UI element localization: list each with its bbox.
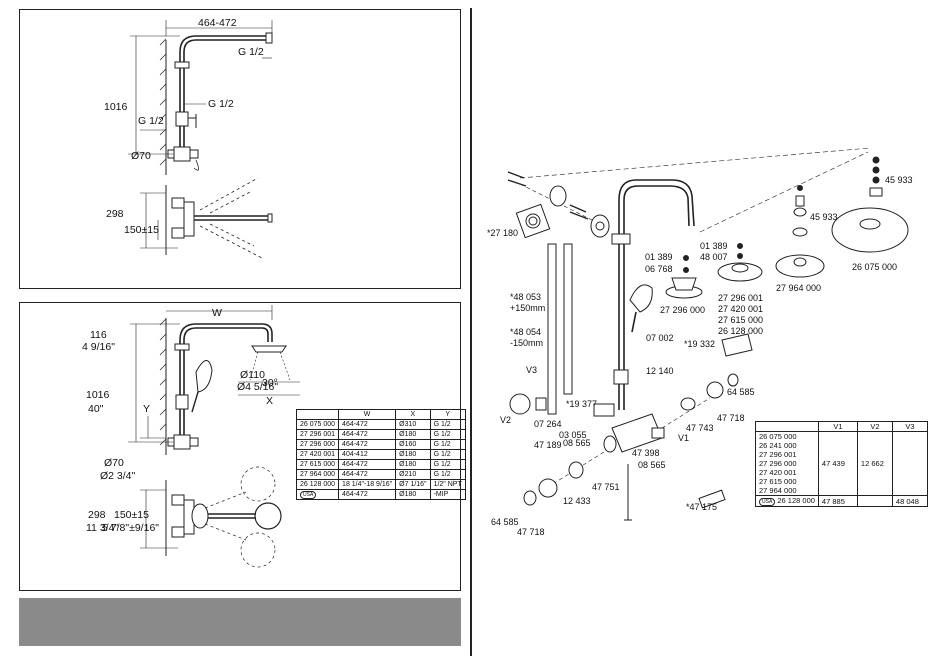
list-item: 27 420 001 xyxy=(759,468,797,477)
table-cell: G 1/2 xyxy=(429,429,466,440)
table-cell: USA xyxy=(295,489,340,500)
table-cell: 404-412 xyxy=(338,449,397,460)
table-cell: 18 1/4"-18 9/16" xyxy=(338,479,397,490)
table-header: X xyxy=(395,409,431,420)
table-cell: 464-472 xyxy=(338,429,397,440)
usa-model: 26 128 000 xyxy=(777,496,815,505)
table-row: 26 075 000 464-472 Ø310 G 1/2 xyxy=(295,419,466,430)
table-header: V2 xyxy=(856,421,893,432)
table-cell: 27 615 000 xyxy=(295,459,340,470)
table-cell: 27 964 000 xyxy=(295,469,340,480)
table-row: 27 964 000 464-472 Ø210 G 1/2 xyxy=(295,469,466,480)
list-item: 26 075 000 xyxy=(759,432,797,441)
table-header: V3 xyxy=(891,421,928,432)
table-row: 27 296 001 464-472 Ø180 G 1/2 xyxy=(295,429,466,440)
table-cell: G 1/2 xyxy=(429,419,466,430)
page-divider xyxy=(470,8,472,656)
table-cell: 27 420 001 xyxy=(295,449,340,460)
gray-footer-bar xyxy=(19,598,461,646)
table-cell: G 1/2 xyxy=(429,439,466,450)
list-item: 27 296 001 xyxy=(759,450,797,459)
table-row: USA 464-472 Ø180 -MIP xyxy=(295,489,466,500)
dim-height-label: 1016 xyxy=(104,101,128,113)
table-row: USA 26 128 000 47 885 48 048 xyxy=(755,495,928,507)
list-item: 27 296 000 xyxy=(759,459,797,468)
model-dimension-table: W X Y 26 075 000 464-472 Ø310 G 1/2 27 2… xyxy=(295,409,466,500)
table-cell: 464-472 xyxy=(338,469,397,480)
wall-hatch xyxy=(159,38,167,166)
v2-cell: 12 662 xyxy=(856,431,893,496)
list-item: 27 615 000 xyxy=(759,477,797,486)
variant-table: V1 V2 V3 26 075 000 26 241 000 27 296 00… xyxy=(755,421,928,507)
table-cell: G 1/2 xyxy=(429,449,466,460)
usa-badge: USA xyxy=(300,491,317,499)
table-row: 27 615 000 464-472 Ø180 G 1/2 xyxy=(295,459,466,470)
table-cell: -MIP xyxy=(429,489,466,500)
table-header: W xyxy=(338,409,397,420)
table-cell: 464-472 xyxy=(338,459,397,470)
table-cell: 464-472 xyxy=(338,439,397,450)
dim-diameter-label: Ø70 xyxy=(131,150,151,162)
table-header: Y xyxy=(429,409,466,420)
table-cell: Ø180 xyxy=(395,449,431,460)
table-header-row: W X Y xyxy=(295,409,466,420)
table-cell: 47 885 xyxy=(817,495,858,507)
dim-width-label: 464-472 xyxy=(198,17,237,29)
list-item: 26 241 000 xyxy=(759,441,797,450)
table-row: 27 296 000 464-472 Ø160 G 1/2 xyxy=(295,439,466,450)
table-cell: Ø180 xyxy=(395,429,431,440)
thread-top-label: G 1/2 xyxy=(238,46,264,58)
table-cell: 27 296 001 xyxy=(295,429,340,440)
table-cell: 1/2" NPT xyxy=(429,479,466,490)
v3-cell xyxy=(891,431,928,496)
table-cell: Ø210 xyxy=(395,469,431,480)
table-header xyxy=(295,409,340,420)
table-cell: Ø180 xyxy=(395,459,431,470)
table-cell: 464-472 xyxy=(338,419,397,430)
thread-mid-label: G 1/2 xyxy=(208,98,234,110)
table-cell: G 1/2 xyxy=(429,459,466,470)
table-cell xyxy=(856,495,893,507)
dim-298-label: 298 xyxy=(106,208,124,220)
table-cell: 26 128 000 xyxy=(295,479,340,490)
table-header: V1 xyxy=(817,421,858,432)
model-list-cell: 26 075 000 26 241 000 27 296 001 27 296 … xyxy=(755,431,819,496)
table-header xyxy=(755,421,819,432)
table-cell: Ø180 xyxy=(395,489,431,500)
table-cell: 48 048 xyxy=(891,495,928,507)
dim-150-label: 150±15 xyxy=(124,224,159,236)
v1-cell: 47 439 xyxy=(817,431,858,496)
table-cell: 27 296 000 xyxy=(295,439,340,450)
thread-side-label: G 1/2 xyxy=(138,115,164,127)
table-cell: Ø7 1/16" xyxy=(395,479,431,490)
usa-badge: USA xyxy=(759,498,776,506)
table-row: 26 075 000 26 241 000 27 296 001 27 296 … xyxy=(755,431,928,496)
table-cell: 464-472 xyxy=(338,489,397,500)
table-row: 27 420 001 404-412 Ø180 G 1/2 xyxy=(295,449,466,460)
table-cell: Ø160 xyxy=(395,439,431,450)
table-cell: G 1/2 xyxy=(429,469,466,480)
list-item: 27 964 000 xyxy=(759,486,797,495)
installation-diagram-panel xyxy=(19,9,461,289)
table-cell: USA 26 128 000 xyxy=(755,495,819,507)
table-header-row: V1 V2 V3 xyxy=(755,421,928,432)
table-cell: 26 075 000 xyxy=(295,419,340,430)
table-row: 26 128 000 18 1/4"-18 9/16" Ø7 1/16" 1/2… xyxy=(295,479,466,490)
table-cell: Ø310 xyxy=(395,419,431,430)
